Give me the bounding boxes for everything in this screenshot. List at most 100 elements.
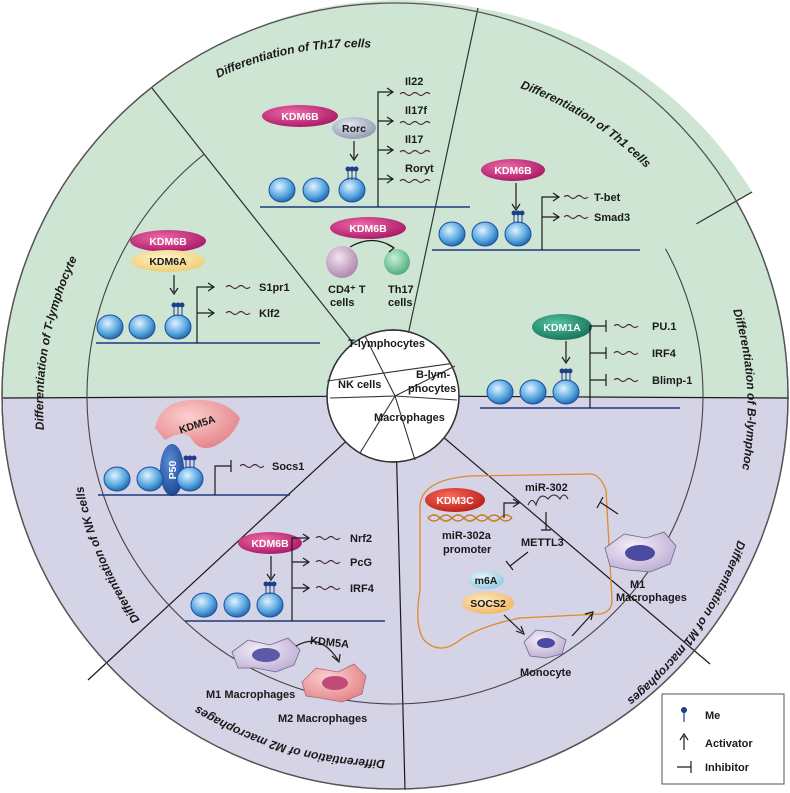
kdm6b-label: KDM6B [281,111,319,123]
mrna-wave [613,350,639,356]
legend: Me Activator Inhibitor [661,693,785,785]
kdm6b-label: KDM6B [149,236,187,248]
gene-blimp1: Blimp-1 [652,375,692,387]
methyl-marks [263,581,277,594]
center-macrophages: Macrophages [374,412,445,424]
inhibitor-line [505,551,529,571]
promoter-dna [427,514,513,522]
inhibitor-line [541,512,551,531]
mrna-wave [225,284,251,290]
gene-smad3: Smad3 [594,212,630,224]
inhibitor-lines [589,320,607,408]
kdm6b-label: KDM6B [251,538,289,550]
gene-il17f: Il17f [405,105,427,117]
m1-label-1: M1 [630,579,645,591]
gene-irf4: IRF4 [652,348,677,360]
th17-cell [384,249,410,275]
methyl-marks [511,210,525,223]
monocyte-label: Monocyte [520,667,571,679]
center-t-lymphocytes: T-lymphocytes [348,338,425,350]
cd4-label-2: cells [330,297,354,309]
panel-th1: KDM6B T-bet Smad3 [432,159,640,251]
mrna-wave [563,194,589,200]
monocyte-nucleus [537,638,555,648]
kdm6b-label-2: KDM6B [349,223,387,235]
panel-b-lymphocyte: KDM1A PU.1 IRF4 Blimp-1 [480,314,692,409]
panel-nk: KDM5A P50 Socs1 [98,399,304,496]
promoter-label-1: miR-302a [442,530,492,542]
kdm1a-enzyme [532,314,592,340]
activation-arrow [169,275,179,296]
mrna-wave [399,178,431,184]
gene-roryt: Roryt [405,163,434,175]
center-b-lymphocytes-1: B-lym- [416,369,451,381]
cell-boundary [417,473,613,649]
kdm3c-label: KDM3C [436,495,474,507]
kdm6b-enzyme [238,532,302,554]
gene-pcg: PcG [350,557,372,569]
center-hub: T-lymphocytes B-lym- phocytes NK cells M… [326,329,460,463]
kdm5a-conversion-label: KDM5A [309,635,349,651]
kdm6b-label: KDM6B [494,165,532,177]
kdm6b-enzyme [130,230,206,252]
activation-arrow [511,183,521,212]
mrna-wave [399,91,431,97]
mrna-wave [613,377,639,383]
panel-m1: KDM3C miR-302a promoter miR-302 METTL3 m… [417,473,687,679]
gene-arrows [377,87,395,207]
m6a-mark [468,571,504,589]
m1-macrophages-label: M1 Macrophages [206,689,295,701]
methyl-marks [559,368,573,381]
nucleosomes [438,221,532,247]
th17-label-2: cells [388,297,412,309]
legend-inhibitor-label: Inhibitor [705,762,750,774]
center-b-lymphocytes-2: phocytes [408,383,456,395]
m1-nucleus [625,545,655,561]
gene-il22: Il22 [405,76,423,88]
m2-nucleus [322,676,348,690]
mrna-wave [315,535,341,541]
mrna-wave [225,310,251,316]
th17-label-1: Th17 [388,284,414,296]
rorc-label: Rorc [342,123,366,135]
methyl-marks [345,166,359,180]
m1-nucleus [252,648,280,662]
inhibitor-line [214,460,232,495]
panel-m2: KDM6B Nrf2 PcG IRF4 M1 Macrophages KDM5A… [185,532,385,725]
gene-arrows [541,192,561,250]
activation-arrow [266,556,276,582]
gene-s1pr1: S1pr1 [259,282,290,294]
m2-macrophages-label: M2 Macrophages [278,713,367,725]
methyl-marks [183,455,197,468]
mrna-wave [315,559,341,565]
nucleosomes [268,177,366,203]
m1-label-2: Macrophages [616,592,687,604]
mrna-wave [315,585,341,591]
mirna-label: miR-302 [525,482,568,494]
nucleosomes [96,314,192,340]
kdm5a-enzyme [155,399,240,448]
mrna-wave [399,120,431,126]
gene-pu1: PU.1 [652,321,676,333]
gene-arrows [291,533,311,621]
socs2-protein [462,592,514,614]
conversion-arrow [295,640,341,664]
promoter-label-2: promoter [443,544,492,556]
mrna-wave [239,463,265,469]
cd4-label-1: CD4⁺ T [328,284,366,296]
gene-nrf2: Nrf2 [350,533,372,545]
gene-t-bet: T-bet [594,192,621,204]
mrna-wave [613,323,639,329]
activation-arrow [561,341,571,365]
p50-label: P50 [167,461,179,480]
gene-irf4: IRF4 [350,583,375,595]
center-nk-cells: NK cells [338,379,381,391]
promoter-dna [427,514,513,522]
gene-il17: Il17 [405,134,423,146]
differentiation-arrow [349,239,396,253]
kdm3c-enzyme [425,488,485,512]
mrna-wave [563,214,589,220]
gene-socs1: Socs1 [272,461,304,473]
kdm6b-enzyme [481,159,545,181]
